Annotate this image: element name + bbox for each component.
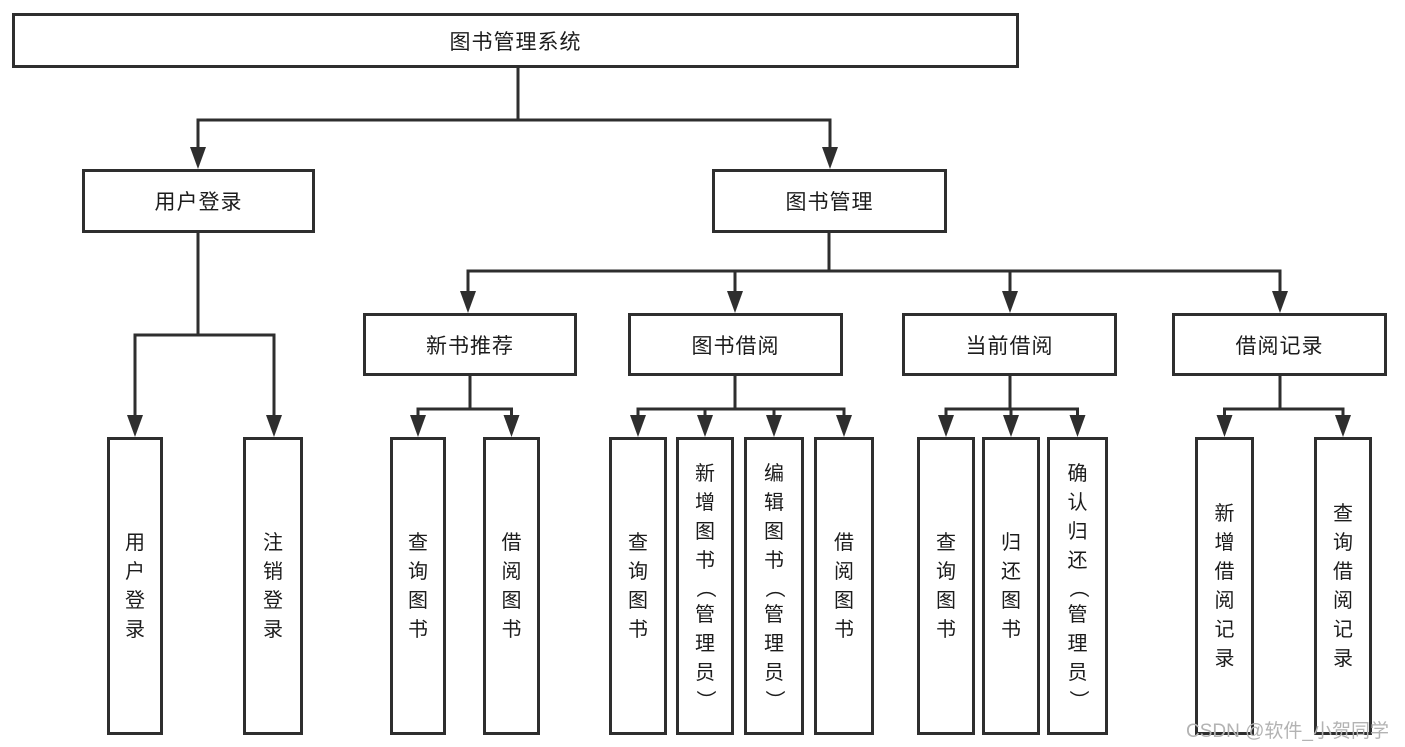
node-book-borrow: 图书借阅 [628,313,843,376]
leaf-add-book-admin-label: 新增图书（管理员） [694,463,716,710]
leaf-borrow-book-rec: 借阅图书 [483,437,540,735]
node-current-borrow: 当前借阅 [902,313,1117,376]
node-current-borrow-label: 当前借阅 [965,334,1054,358]
leaf-borrow-book-rec-label: 借阅图书 [501,531,522,641]
leaf-query-book-current: 查询图书 [917,437,975,735]
leaf-user-login-label: 用户登录 [125,531,145,641]
leaf-user-login: 用户登录 [107,437,163,735]
leaf-query-book-rec-label: 查询图书 [408,531,428,641]
leaf-query-book-borrow: 查询图书 [609,437,667,735]
leaf-confirm-return-admin-label: 确认归还（管理员） [1066,463,1089,710]
node-user-login-label: 用户登录 [154,191,243,214]
node-user-login: 用户登录 [82,169,315,233]
node-borrow-records: 借阅记录 [1172,313,1387,376]
watermark: CSDN @软件_小贺同学 [1186,721,1389,742]
leaf-query-book-borrow-label: 查询图书 [628,531,648,641]
leaf-query-borrow-record-label: 查询借阅记录 [1333,502,1353,670]
node-new-book-rec: 新书推荐 [363,313,577,376]
connector-book-borrow-to-leaves [630,376,852,437]
node-new-book-rec-label: 新书推荐 [426,334,514,358]
leaf-return-book: 归还图书 [982,437,1040,735]
leaf-edit-book-admin-label: 编辑图书（管理员） [763,463,785,710]
node-root: 图书管理系统 [12,13,1019,68]
leaf-add-borrow-record-label: 新增借阅记录 [1214,502,1235,670]
leaf-query-book-rec: 查询图书 [390,437,446,735]
leaf-logout: 注销登录 [243,437,303,735]
node-book-mgmt: 图书管理 [712,169,947,233]
node-book-mgmt-label: 图书管理 [785,191,874,214]
connector-borrow-records-to-leaves [1216,376,1351,437]
leaf-add-borrow-record: 新增借阅记录 [1195,437,1254,735]
connector-new-book-rec-to-leaves [410,376,520,437]
connector-current-borrow-to-leaves [938,376,1086,437]
leaf-query-book-current-label: 查询图书 [936,531,956,641]
connector-user-login-to-leaves [127,233,282,437]
leaf-borrow-book: 借阅图书 [814,437,874,735]
leaf-query-borrow-record: 查询借阅记录 [1314,437,1372,735]
connector-root-to-level2 [190,68,838,169]
leaf-edit-book-admin: 编辑图书（管理员） [744,437,804,735]
leaf-add-book-admin: 新增图书（管理员） [676,437,734,735]
node-borrow-records-label: 借阅记录 [1235,334,1324,358]
connector-book-mgmt-to-level3 [460,233,1288,313]
leaf-confirm-return-admin: 确认归还（管理员） [1047,437,1108,735]
leaf-logout-label: 注销登录 [263,531,283,641]
leaf-return-book-label: 归还图书 [1001,531,1021,641]
node-root-label: 图书管理系统 [449,30,582,54]
leaf-borrow-book-label: 借阅图书 [834,531,854,641]
node-book-borrow-label: 图书借阅 [691,334,780,358]
